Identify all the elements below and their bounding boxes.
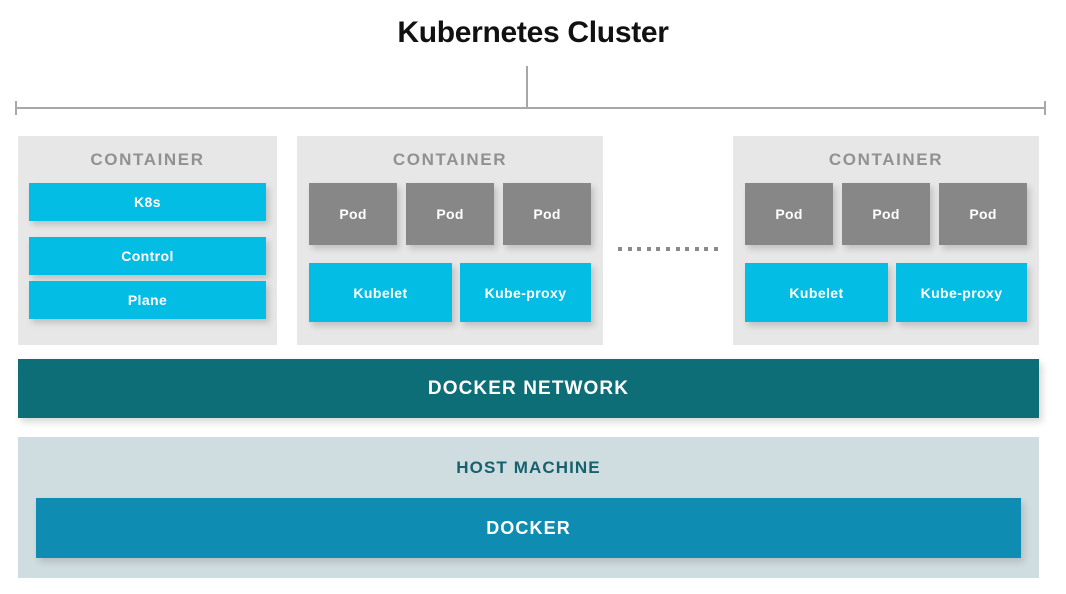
- ellipsis-dot: [713, 247, 718, 251]
- container-worker-node-1: CONTAINER Pod Pod Pod Kubelet Kube-proxy: [297, 136, 603, 345]
- ellipsis-dot: [675, 247, 680, 251]
- container-label: CONTAINER: [392, 150, 508, 169]
- page-title: Kubernetes Cluster: [397, 16, 669, 49]
- bracket-tick-right: [1044, 101, 1046, 115]
- host-machine-label: HOST MACHINE: [456, 458, 601, 477]
- bracket-bar: [15, 107, 1046, 109]
- ellipsis-dot: [646, 247, 651, 251]
- kubelet-bar: Kubelet: [745, 263, 888, 322]
- ellipsis-dot: [694, 247, 699, 251]
- ellipsis-dots: [618, 246, 718, 252]
- bracket-stem: [526, 66, 528, 108]
- kubelet-bar: Kubelet: [309, 263, 452, 322]
- container-worker-node-2: CONTAINER Pod Pod Pod Kubelet Kube-proxy: [733, 136, 1039, 345]
- control-plane-bar-plane: Plane: [29, 281, 266, 319]
- ellipsis-dot: [627, 247, 632, 251]
- bracket-tick-left: [15, 101, 17, 115]
- pod-box: Pod: [503, 183, 591, 245]
- pod-box: Pod: [842, 183, 930, 245]
- ellipsis-dot: [685, 247, 690, 251]
- control-plane-bar-k8s: K8s: [29, 183, 266, 221]
- container-control-plane: CONTAINER K8s Control Plane: [18, 136, 277, 345]
- container-label: CONTAINER: [828, 150, 944, 169]
- pod-box: Pod: [309, 183, 397, 245]
- docker-engine-bar: DOCKER: [36, 498, 1021, 558]
- pod-box: Pod: [939, 183, 1027, 245]
- ellipsis-dot: [656, 247, 661, 251]
- pod-box: Pod: [745, 183, 833, 245]
- container-label: CONTAINER: [90, 150, 205, 169]
- ellipsis-dot: [665, 247, 670, 251]
- ellipsis-dot: [637, 247, 642, 251]
- ellipsis-dot: [704, 247, 709, 251]
- pod-box: Pod: [406, 183, 494, 245]
- docker-network-layer: DOCKER NETWORK: [18, 359, 1039, 418]
- control-plane-bar-control: Control: [29, 237, 266, 275]
- ellipsis-dot: [618, 247, 622, 251]
- kube-proxy-bar: Kube-proxy: [460, 263, 591, 322]
- kube-proxy-bar: Kube-proxy: [896, 263, 1027, 322]
- host-machine-layer: HOST MACHINE DOCKER: [18, 437, 1039, 578]
